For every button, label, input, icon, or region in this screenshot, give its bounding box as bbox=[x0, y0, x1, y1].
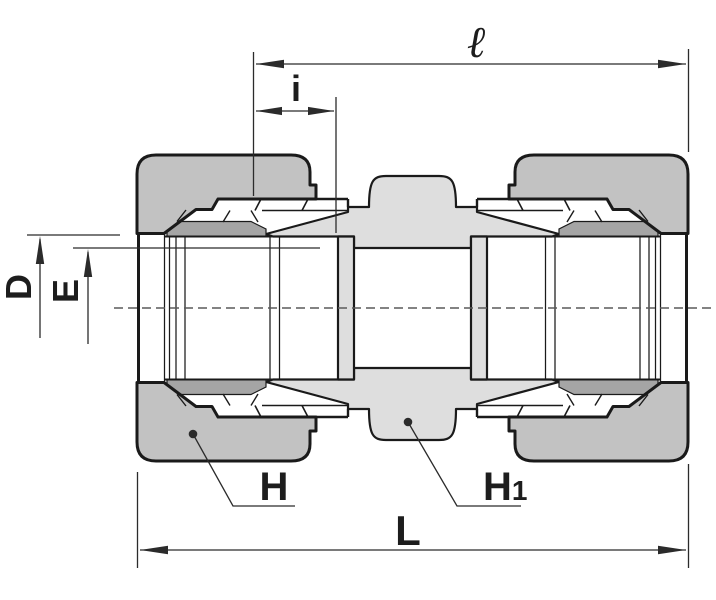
ferrule-edge bbox=[222, 393, 231, 406]
label-H1-leader bbox=[403, 417, 521, 507]
label-L: L bbox=[395, 507, 421, 554]
thread-tick bbox=[254, 405, 262, 418]
thread-tick bbox=[254, 198, 262, 211]
arrowhead-left bbox=[256, 59, 284, 69]
shadow-bottom-right bbox=[558, 378, 659, 396]
fitting-body bbox=[264, 174, 561, 442]
ferrule-edge bbox=[594, 393, 603, 406]
ferrule-lines bbox=[176, 209, 649, 407]
dimension-ell bbox=[252, 49, 690, 196]
arrowhead-left bbox=[256, 106, 282, 116]
ferrule-edge bbox=[176, 209, 187, 222]
arrowhead-up bbox=[83, 249, 93, 277]
label-ell: ℓ bbox=[467, 17, 486, 68]
label-E: E bbox=[45, 279, 86, 303]
ferrule-edge bbox=[250, 393, 259, 406]
shadow-top-left bbox=[166, 220, 267, 238]
arrowhead-right bbox=[658, 59, 686, 69]
arrowhead-up bbox=[35, 236, 45, 264]
ferrule-edge bbox=[594, 210, 603, 223]
ferrule-edge bbox=[566, 210, 575, 223]
thread-tick bbox=[516, 198, 524, 211]
ferrule-edge bbox=[222, 210, 231, 223]
dimension-L bbox=[136, 464, 690, 568]
shadow-top-right bbox=[558, 220, 659, 238]
arrowhead-right bbox=[658, 545, 686, 555]
label-H-leader bbox=[188, 429, 295, 507]
label-i: i bbox=[291, 68, 301, 109]
thread-tick bbox=[563, 198, 571, 211]
ferrule-edge bbox=[638, 209, 649, 222]
label-H: H bbox=[260, 465, 289, 509]
thread-tick bbox=[301, 405, 309, 418]
leader-line bbox=[192, 433, 295, 507]
dimension-E bbox=[73, 247, 320, 344]
label-D: D bbox=[0, 274, 39, 300]
arrowhead-left bbox=[140, 545, 168, 555]
dimension-D bbox=[27, 234, 120, 338]
ferrule-edge bbox=[638, 394, 649, 407]
ferrule-edge bbox=[250, 210, 259, 223]
ferrule-edge bbox=[176, 394, 187, 407]
bore-lines bbox=[164, 235, 661, 381]
thread-lines bbox=[217, 197, 608, 419]
shadow-bottom-left bbox=[166, 378, 267, 396]
thread-tick bbox=[563, 405, 571, 418]
thread-tick bbox=[516, 405, 524, 418]
label-H1-sub: 1 bbox=[512, 475, 528, 506]
label-H1-main: H bbox=[483, 465, 512, 509]
dimension-i bbox=[256, 97, 337, 233]
arrowhead-right bbox=[308, 106, 334, 116]
thread-tick bbox=[301, 198, 309, 211]
ferrule-edge bbox=[566, 393, 575, 406]
label-H1: H1 bbox=[483, 465, 527, 509]
leader-line bbox=[407, 421, 521, 507]
